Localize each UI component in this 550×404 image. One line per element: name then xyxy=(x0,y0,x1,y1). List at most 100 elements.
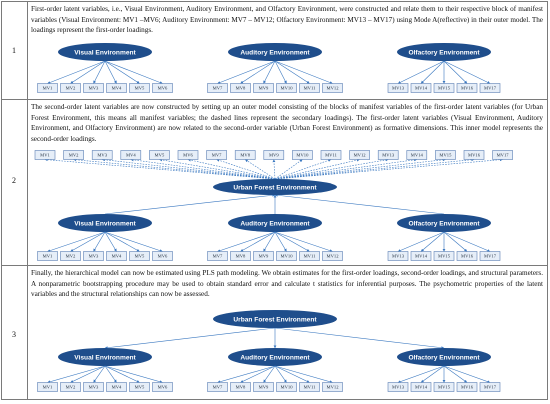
d2-secondary-loading-11 xyxy=(274,158,332,180)
d2-visual-mv-5-label: MV5 xyxy=(135,254,145,259)
d2-auditory-loading-5 xyxy=(274,231,310,252)
d1-visual-mv-5-label: MV5 xyxy=(135,86,145,91)
d2-auditory-loading-6 xyxy=(274,231,333,253)
d3-visual-mv-4-box xyxy=(106,382,127,392)
d2-auditory-loading-1 xyxy=(217,231,276,253)
d2-secondary-loading-9 xyxy=(272,159,276,180)
d3-olfactory-mv-4-label: MV16 xyxy=(461,385,474,390)
d3-auditory-mv-2-box xyxy=(230,382,251,392)
d2-secondary-loading-17 xyxy=(274,158,503,180)
d2-top-mv-6-box xyxy=(177,150,199,160)
d2-visual-mv-6-box xyxy=(152,251,173,261)
d2-secondary-loading-3 xyxy=(101,158,276,180)
d2-secondary-loading-8 xyxy=(244,159,276,180)
d2-olfactory-mv-3-box xyxy=(433,251,455,261)
d3-auditory-loading-4 xyxy=(274,365,287,383)
d3-olfactory-mv-4-box xyxy=(456,382,478,392)
d3-structural-path-visual xyxy=(104,327,276,350)
d2-olfactory-loading-4 xyxy=(443,231,468,252)
d1-olfactory-mv-4-box xyxy=(456,83,478,93)
d2-auditory-loading-2 xyxy=(240,231,276,252)
d1-olfactory-mv-2-box xyxy=(410,83,432,93)
d1-visual-loading-5 xyxy=(104,60,140,84)
d2-auditory-mv-4-box xyxy=(276,251,297,261)
d1-olfactory-mv-1-label: MV13 xyxy=(392,86,405,91)
d3-visual-mv-5-box xyxy=(129,382,150,392)
d2-olfactory-mv-1-label: MV13 xyxy=(392,254,405,259)
d2-olfactory-mv-4-box xyxy=(456,251,478,261)
d3-auditory-mv-2-label: MV8 xyxy=(236,385,246,390)
d2-top-mv-17-label: MV17 xyxy=(497,153,510,158)
d1-auditory-loading-5 xyxy=(274,60,310,84)
d2-visual-mv-3-box xyxy=(83,251,104,261)
d1-olfactory-loading-1 xyxy=(397,60,445,84)
d1-auditory-mv-2-box xyxy=(230,83,251,93)
d1-visual-loading-1 xyxy=(47,60,106,84)
d3-olfactory-loading-5 xyxy=(443,365,491,384)
d3-visual-mv-5-label: MV5 xyxy=(135,385,145,390)
d3-visual-mv-6-label: MV6 xyxy=(158,385,168,390)
d2-top-mv-2-box xyxy=(63,150,84,160)
d2-top-mv-11-label: MV11 xyxy=(325,153,338,158)
d2-top-mv-2-label: MV2 xyxy=(69,153,79,158)
d2-top-mv-6-label: MV6 xyxy=(183,153,193,158)
d3-auditory-loading-1 xyxy=(217,365,276,384)
d2-top-mv-9-label: MV9 xyxy=(269,153,279,158)
d2-visual-mv-5-box xyxy=(129,251,150,261)
d1-olfactory-mv-1-box xyxy=(387,83,409,93)
d2-olfactory-ellipse xyxy=(397,214,491,232)
d2-secondary-loading-15 xyxy=(274,158,446,180)
d3-olfactory-label: Olfactory Environment xyxy=(408,354,480,361)
d2-secondary-loading-12 xyxy=(274,158,360,180)
d1-olfactory-mv-5-box xyxy=(479,83,501,93)
d2-visual-ellipse xyxy=(58,214,152,232)
d3-auditory-mv-5-box xyxy=(299,382,320,392)
d2-olfactory-mv-5-label: MV17 xyxy=(484,254,497,259)
d2-olfactory-loading-1 xyxy=(397,231,445,252)
d2-visual-mv-4-box xyxy=(106,251,127,261)
d3-visual-ellipse xyxy=(58,348,152,366)
d3-urban-label: Urban Forest Environment xyxy=(233,316,317,323)
d1-visual-loading-3 xyxy=(93,60,106,84)
d3-visual-label: Visual Environment xyxy=(74,354,136,361)
d2-urban-ellipse xyxy=(213,179,337,195)
d1-visual-mv-4-label: MV4 xyxy=(112,86,122,91)
d2-top-mv-7-label: MV7 xyxy=(212,153,222,158)
d2-urban-label: Urban Forest Environment xyxy=(233,184,317,191)
d1-auditory-mv-5-box xyxy=(299,83,320,93)
d2-visual-loading-6 xyxy=(104,231,163,253)
d1-visual-loading-4 xyxy=(104,60,117,84)
d2-top-mv-3-label: MV3 xyxy=(97,153,107,158)
d3-auditory-mv-6-label: MV12 xyxy=(327,385,340,390)
d2-olfactory-mv-2-box xyxy=(410,251,432,261)
d1-olfactory-mv-2-label: MV14 xyxy=(415,86,428,91)
d2-top-mv-10-label: MV10 xyxy=(296,153,309,158)
d3-auditory-mv-3-box xyxy=(253,382,274,392)
d3-visual-loading-2 xyxy=(70,365,106,383)
d1-visual-mv-3-label: MV3 xyxy=(89,86,99,91)
d1-visual-mv-2-label: MV2 xyxy=(66,86,76,91)
d2-auditory-mv-5-label: MV11 xyxy=(304,254,317,259)
d3-olfactory-mv-1-label: MV13 xyxy=(392,385,405,390)
d3-olfactory-mv-3-label: MV15 xyxy=(438,385,451,390)
d2-olfactory-loading-5 xyxy=(443,231,491,252)
d3-visual-mv-1-label: MV1 xyxy=(43,385,53,390)
d3-auditory-mv-1-label: MV7 xyxy=(213,385,223,390)
d2-top-mv-5-label: MV5 xyxy=(155,153,165,158)
d2-visual-mv-3-label: MV3 xyxy=(89,254,99,259)
d1-auditory-mv-6-box xyxy=(322,83,343,93)
d3-visual-loading-5 xyxy=(104,365,140,383)
d1-auditory-loading-2 xyxy=(240,60,276,84)
row-divider-1 xyxy=(1,99,548,100)
d2-top-mv-9-box xyxy=(263,150,285,160)
d1-auditory-mv-6-label: MV12 xyxy=(327,86,340,91)
d2-visual-loading-1 xyxy=(47,231,106,253)
d2-top-mv-17-box xyxy=(492,150,513,160)
d1-olfactory-mv-3-box xyxy=(433,83,455,93)
d1-visual-ellipse xyxy=(58,43,152,61)
d2-olfactory-mv-2-label: MV14 xyxy=(415,254,428,259)
d2-olfactory-label: Olfactory Environment xyxy=(408,220,480,227)
d3-olfactory-mv-2-box xyxy=(410,382,432,392)
d1-auditory-mv-5-label: MV11 xyxy=(304,86,317,91)
